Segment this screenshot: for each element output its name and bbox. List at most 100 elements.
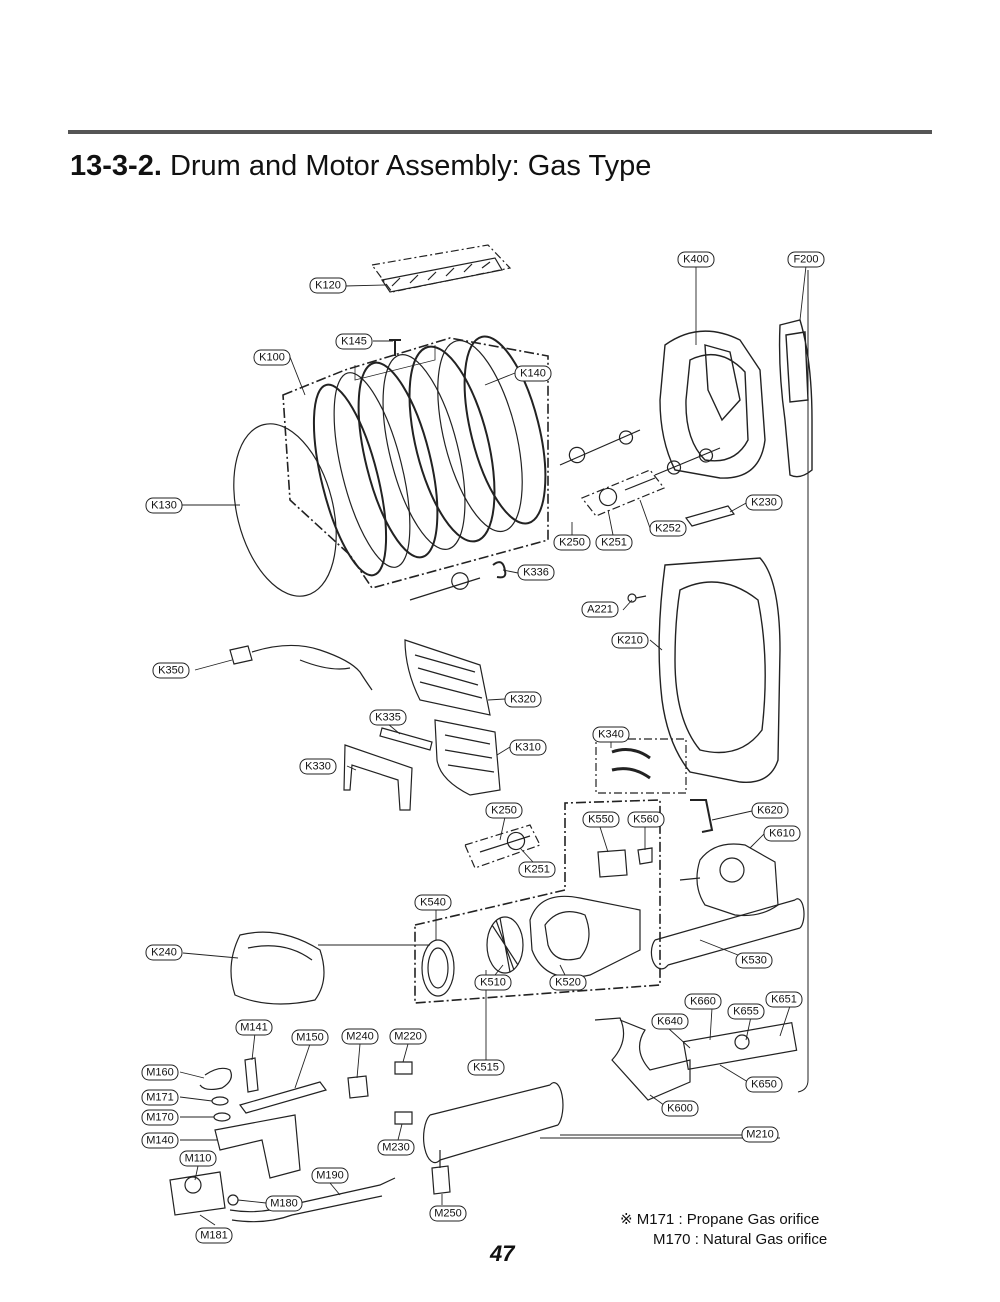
svg-text:K550: K550: [588, 814, 614, 826]
m180-fitting: [227, 1194, 239, 1206]
k145-screw: [389, 339, 401, 356]
label-k210: K210: [611, 632, 649, 649]
k550-switch: [597, 849, 628, 878]
label-k130: K130: [145, 497, 183, 514]
label-m180: M180: [265, 1195, 303, 1212]
k530-duct-tube: [650, 898, 805, 970]
k320-filter-housing: [404, 639, 491, 716]
label-k650: K650: [745, 1076, 783, 1093]
svg-text:M250: M250: [434, 1208, 462, 1220]
label-k320: K320: [504, 691, 542, 708]
svg-text:K515: K515: [473, 1062, 499, 1074]
svg-text:M240: M240: [346, 1031, 374, 1043]
k240-housing-cover: [230, 931, 325, 1005]
svg-text:K651: K651: [771, 994, 797, 1006]
m140-bracket: [214, 1114, 301, 1179]
k250-roller-group: [581, 469, 665, 517]
k600-base-bracket: [594, 1017, 691, 1101]
label-k540: K540: [414, 894, 452, 911]
m210-burner-tube: [423, 1082, 564, 1164]
note-propane: ※ M171 : Propane Gas orifice: [620, 1210, 819, 1228]
svg-text:K335: K335: [375, 712, 401, 724]
svg-text:K130: K130: [151, 500, 177, 512]
label-m220: M220: [389, 1028, 427, 1045]
label-m110: M110: [179, 1150, 217, 1167]
label-k335: K335: [369, 709, 407, 726]
k650-mounting-plate: [682, 1021, 798, 1071]
svg-text:K340: K340: [598, 729, 624, 741]
svg-text:K320: K320: [510, 694, 536, 706]
label-k240: K240: [145, 944, 183, 961]
m220-sensor: [394, 1061, 413, 1075]
label-m250: M250: [429, 1205, 467, 1222]
m171-orifice: [211, 1096, 229, 1106]
svg-text:K650: K650: [751, 1079, 777, 1091]
label-k340: K340: [592, 726, 630, 743]
label-f200: F200: [787, 251, 825, 268]
k100-drum-group: [282, 337, 549, 589]
k120-baffle-group: [370, 244, 512, 293]
drum: [312, 335, 547, 577]
k560-clip: [637, 847, 653, 865]
svg-text:K145: K145: [341, 336, 367, 348]
note-symbol: ※: [620, 1211, 633, 1228]
svg-text:M210: M210: [746, 1129, 774, 1141]
svg-text:M190: M190: [316, 1170, 344, 1182]
svg-text:K655: K655: [733, 1006, 759, 1018]
svg-text:K600: K600: [667, 1103, 693, 1115]
k210-front-bulkhead: [658, 557, 781, 784]
label-k310: K310: [509, 739, 547, 756]
label-m171: M171: [141, 1089, 179, 1106]
k252-bracket: [684, 505, 736, 527]
label-k336: K336: [517, 564, 555, 581]
svg-text:K310: K310: [515, 742, 541, 754]
m150-manifold: [238, 1081, 328, 1114]
svg-text:K240: K240: [151, 947, 177, 959]
leader-lines: [179, 265, 807, 1226]
k540-gasket: [421, 939, 455, 997]
svg-text:K520: K520: [555, 977, 581, 989]
f200-filter-duct: [778, 319, 813, 478]
label-m181: M181: [195, 1227, 233, 1244]
svg-text:M180: M180: [270, 1198, 298, 1210]
svg-text:M171: M171: [146, 1092, 174, 1104]
section-number: 13-3-2.: [70, 150, 162, 182]
k336-spring: [492, 561, 507, 579]
svg-text:M110: M110: [185, 1153, 212, 1165]
label-k620: K620: [751, 802, 789, 819]
label-m190: M190: [311, 1167, 349, 1184]
label-k515: K515: [467, 1059, 505, 1076]
k310-filter-guide: [434, 719, 501, 796]
label-k550: K550: [582, 811, 620, 828]
label-k520: K520: [549, 974, 587, 991]
label-k400: K400: [677, 251, 715, 268]
label-k230: K230: [745, 494, 783, 511]
m240-sensor: [347, 1075, 369, 1099]
svg-text:K540: K540: [420, 897, 446, 909]
svg-text:K510: K510: [480, 977, 506, 989]
svg-text:M141: M141: [240, 1022, 268, 1034]
k610-motor: [679, 843, 779, 917]
note-natural: M170 : Natural Gas orifice: [653, 1231, 828, 1248]
k340-parts-box: [595, 738, 687, 794]
m250-bracket: [431, 1150, 451, 1195]
label-k560: K560: [627, 811, 665, 828]
svg-text:K400: K400: [683, 254, 709, 266]
label-k330: K330: [299, 758, 337, 775]
label-k251-top: K251: [595, 534, 633, 551]
label-k120: K120: [309, 277, 347, 294]
harness-route: [540, 270, 809, 1139]
header-rule: [68, 130, 932, 134]
label-m230: M230: [377, 1139, 415, 1156]
label-k140: K140: [514, 365, 552, 382]
k510-impeller: [486, 916, 524, 974]
m160-coil: [199, 1067, 232, 1091]
label-k145: K145: [335, 333, 373, 350]
svg-text:K120: K120: [315, 280, 341, 292]
k336-shaft-parts: [409, 572, 481, 601]
k130-seal-ring: [233, 423, 337, 597]
label-k651: K651: [765, 991, 803, 1008]
svg-text:K140: K140: [520, 368, 546, 380]
label-m210: M210: [741, 1126, 779, 1143]
label-k350: K350: [152, 662, 190, 679]
